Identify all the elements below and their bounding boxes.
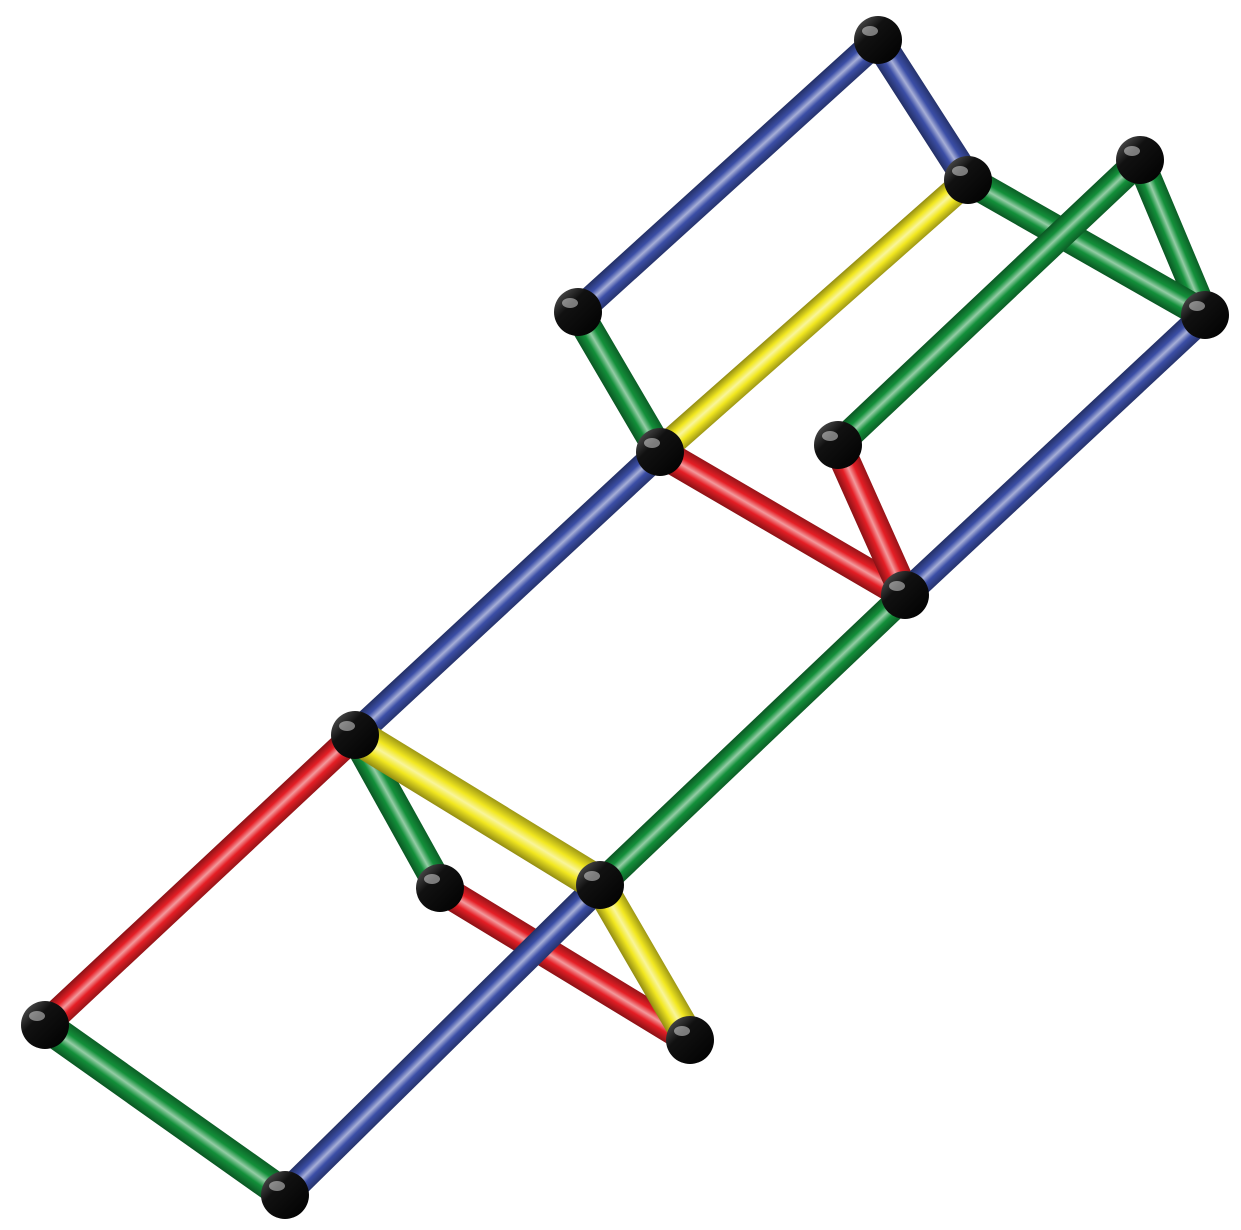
joint-connector <box>1181 291 1229 339</box>
joint-highlight <box>29 1011 45 1021</box>
joint-connector <box>666 1016 714 1064</box>
joint-highlight <box>269 1181 285 1191</box>
rod-yellow-upper-diagonal <box>660 180 968 452</box>
joint-connector <box>944 156 992 204</box>
joint-highlight <box>952 166 968 176</box>
joint-connector <box>554 288 602 336</box>
joints-group <box>21 16 1229 1219</box>
rod-green-center-long <box>600 595 905 885</box>
joint-highlight <box>674 1026 690 1036</box>
joint-connector <box>636 428 684 476</box>
rod-blue-top-right-short <box>878 40 968 180</box>
joint-highlight <box>644 438 660 448</box>
joint-connector <box>1116 136 1164 184</box>
rod-green-bottom-left <box>45 1025 285 1195</box>
joint-highlight <box>424 874 440 884</box>
joint-highlight <box>889 581 905 591</box>
rod-blue-lower-long <box>285 885 600 1195</box>
joint-connector <box>814 421 862 469</box>
joint-highlight <box>822 431 838 441</box>
rods-group <box>45 40 1205 1195</box>
joint-connector <box>881 571 929 619</box>
joint-connector <box>854 16 902 64</box>
joint-highlight <box>862 26 878 36</box>
rod-red-left-long <box>45 735 355 1025</box>
joint-connector <box>261 1171 309 1219</box>
joint-highlight <box>562 298 578 308</box>
joint-connector <box>331 711 379 759</box>
joint-highlight <box>339 721 355 731</box>
rod-blue-center-long <box>355 452 660 735</box>
joint-connector <box>416 864 464 912</box>
joint-highlight <box>1189 301 1205 311</box>
rod-green-left-short-top <box>578 312 660 452</box>
joint-connector <box>21 1001 69 1049</box>
joint-connector <box>576 861 624 909</box>
joint-highlight <box>584 871 600 881</box>
rod-blue-top-left <box>578 40 878 312</box>
joint-highlight <box>1124 146 1140 156</box>
